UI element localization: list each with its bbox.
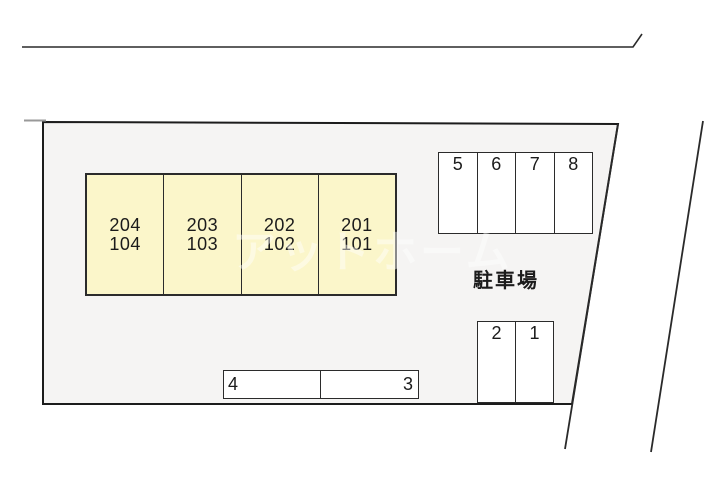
parking-space-7: 7	[516, 153, 555, 233]
parking-space-3: 3	[321, 371, 418, 398]
parking-space-8: 8	[555, 153, 593, 233]
building-unit-204-104: 204 104	[87, 175, 165, 294]
parking-row-5-8: 5 6 7 8	[438, 152, 593, 234]
space-number: 6	[491, 154, 502, 174]
space-number: 1	[529, 323, 540, 343]
space-number: 4	[228, 374, 239, 394]
unit-lower-number: 102	[263, 233, 296, 254]
parking-row-4-3: 4 3	[223, 370, 419, 399]
building-unit-202-102: 202 102	[242, 175, 319, 294]
building-block: 204 104 203 103 202 102 201 101	[85, 173, 397, 296]
road-boundary-right-outer	[650, 120, 704, 453]
unit-lower-number: 104	[109, 233, 141, 254]
unit-label: 202 102	[263, 214, 296, 254]
unit-lower-number: 101	[341, 233, 373, 254]
road-boundary-right-inner	[564, 123, 619, 450]
building-unit-201-101: 201 101	[319, 175, 395, 294]
parking-area-label: 駐車場	[473, 270, 539, 292]
parking-row-2-1: 2 1	[477, 321, 554, 403]
unit-label: 201 101	[341, 214, 373, 254]
unit-upper-number: 204	[109, 214, 141, 235]
space-number: 8	[568, 154, 579, 174]
parking-space-6: 6	[478, 153, 516, 233]
parking-space-4: 4	[224, 371, 321, 398]
unit-upper-number: 202	[263, 214, 296, 235]
space-number: 2	[491, 323, 502, 343]
space-number: 3	[402, 374, 413, 394]
unit-label: 203 103	[186, 214, 219, 254]
space-number: 7	[529, 154, 540, 174]
unit-upper-number: 201	[341, 214, 373, 235]
parking-space-2: 2	[478, 322, 516, 402]
unit-upper-number: 203	[186, 214, 219, 235]
unit-lower-number: 103	[186, 233, 219, 254]
space-number: 5	[452, 154, 463, 174]
road-boundary-top	[22, 33, 643, 48]
parking-space-5: 5	[439, 153, 478, 233]
parking-space-1: 1	[516, 322, 553, 402]
building-unit-203-103: 203 103	[164, 175, 242, 294]
unit-label: 204 104	[109, 214, 141, 254]
